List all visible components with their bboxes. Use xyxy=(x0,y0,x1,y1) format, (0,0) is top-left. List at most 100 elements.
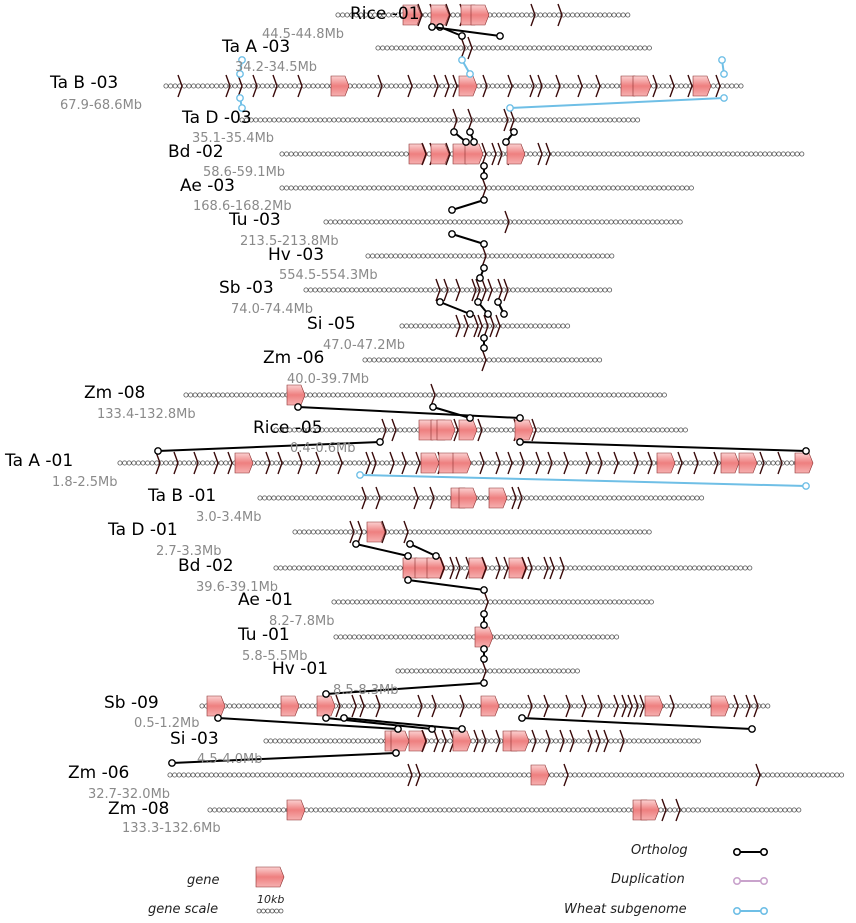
track-dot xyxy=(785,151,791,157)
gene-block xyxy=(402,4,422,26)
track-dot xyxy=(529,117,535,123)
track-dot xyxy=(489,219,495,225)
legend-gene-scale-label: gene scale xyxy=(148,902,219,917)
track-dot xyxy=(388,83,394,89)
track-name: Sb -09 xyxy=(104,693,159,713)
track-dot xyxy=(675,151,681,157)
track-dot xyxy=(278,427,284,433)
track-dot xyxy=(590,253,596,259)
track-dot xyxy=(351,565,357,571)
track-5 xyxy=(279,142,805,166)
track-dot xyxy=(588,392,594,398)
track-dot xyxy=(694,495,700,501)
track-dot xyxy=(465,807,471,813)
track-dot xyxy=(457,772,463,778)
track-dot xyxy=(321,495,327,501)
track-dot xyxy=(554,45,560,51)
track-dot xyxy=(637,45,643,51)
links-layer xyxy=(154,23,810,767)
track-dot xyxy=(420,772,426,778)
track-dot xyxy=(764,807,770,813)
track-dot xyxy=(445,323,451,329)
track-dot xyxy=(515,599,521,605)
legend-scale-dot xyxy=(274,908,280,914)
track-dot xyxy=(413,668,419,674)
track-dot xyxy=(340,495,346,501)
track-dot xyxy=(564,357,570,363)
track-dot xyxy=(331,599,337,605)
gene-arrow xyxy=(543,694,549,718)
track-dot xyxy=(284,151,290,157)
track-dot xyxy=(503,772,509,778)
track-dot xyxy=(403,45,409,51)
track-dot xyxy=(570,599,576,605)
gene-arrow xyxy=(173,451,179,475)
track-dot xyxy=(576,219,582,225)
track-dot xyxy=(413,392,419,398)
track-dot xyxy=(549,83,555,89)
gene-arrow xyxy=(531,729,537,753)
track-dot xyxy=(342,772,348,778)
track-dot xyxy=(257,495,263,501)
track-dot xyxy=(526,772,532,778)
ortholog-link-line xyxy=(521,717,753,730)
track-dot xyxy=(376,357,382,363)
gene-arrow xyxy=(433,74,439,98)
track-dot xyxy=(701,460,707,466)
track-dot xyxy=(447,738,453,744)
track-dot xyxy=(553,772,559,778)
track-dot xyxy=(367,495,373,501)
track-dot xyxy=(663,219,669,225)
gene-arrow xyxy=(213,451,219,475)
track-dot xyxy=(294,495,300,501)
track-dot xyxy=(357,151,363,157)
track-dot xyxy=(435,185,441,191)
track-dot xyxy=(765,703,771,709)
track-dot xyxy=(629,392,635,398)
track-dot xyxy=(455,599,461,605)
gene-block xyxy=(468,557,488,579)
track-dot xyxy=(427,495,433,501)
track-dot xyxy=(696,772,702,778)
track-dot xyxy=(659,772,665,778)
track-dot xyxy=(586,634,592,640)
legend-gene-glyph xyxy=(255,866,285,888)
gene-arrow xyxy=(361,486,367,510)
ortholog-link-end xyxy=(322,714,330,722)
gene-arrow xyxy=(555,74,561,98)
track-dot xyxy=(310,772,316,778)
track-dot xyxy=(262,117,268,123)
track-dot xyxy=(524,807,530,813)
track-dot xyxy=(528,12,534,18)
track-dot xyxy=(464,392,470,398)
track-dot xyxy=(547,287,553,293)
ortholog-link-line xyxy=(297,406,521,419)
gene-arrow xyxy=(559,729,565,753)
track-dot xyxy=(243,392,249,398)
gene-arrow xyxy=(403,520,409,544)
wheat-subgenome-link-end xyxy=(720,70,728,78)
track-dot xyxy=(409,668,415,674)
track-dot xyxy=(340,287,346,293)
track-dot xyxy=(482,495,488,501)
track-name: Ta A -01 xyxy=(5,451,74,471)
track-dot xyxy=(400,117,406,123)
track-dot xyxy=(332,738,338,744)
gene-arrow xyxy=(481,142,487,166)
track-dot xyxy=(181,772,187,778)
track-dot xyxy=(220,392,226,398)
track-dot xyxy=(448,772,454,778)
track-dot xyxy=(633,185,639,191)
track-dot xyxy=(501,807,507,813)
track-dot xyxy=(598,807,604,813)
track-dot xyxy=(639,495,645,501)
track-name: Ta B -03 xyxy=(50,73,119,93)
track-dot xyxy=(466,253,472,259)
track-dot xyxy=(547,599,553,605)
track-dot xyxy=(365,772,371,778)
track-dot xyxy=(258,807,264,813)
ortholog-link-end xyxy=(168,759,176,767)
track-dot xyxy=(705,772,711,778)
track-dot xyxy=(612,599,618,605)
track-dot xyxy=(190,772,196,778)
